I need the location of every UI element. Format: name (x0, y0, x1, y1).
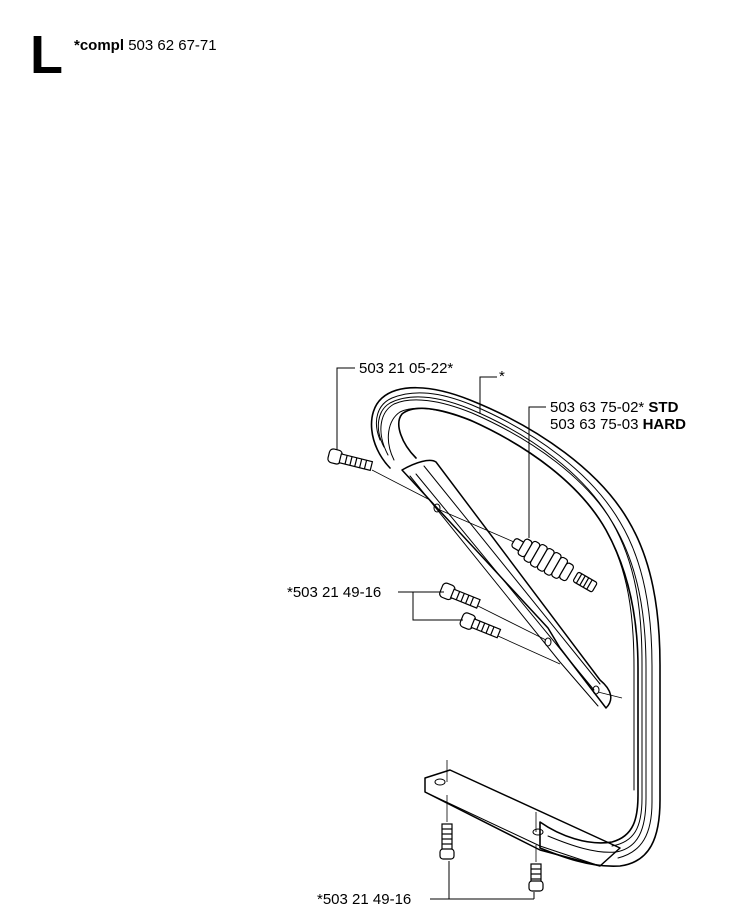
handle-strut-edge (409, 465, 601, 707)
foot-hole-2 (532, 828, 544, 836)
bolt-bottom-1 (439, 823, 455, 860)
foot-hole-1 (434, 778, 446, 786)
front-handle (370, 386, 661, 867)
strut-hole-3 (592, 685, 600, 695)
handle-ridge-4 (376, 392, 653, 859)
assembly-prefix: *compl (74, 37, 125, 54)
assembly-number: 503 62 67-71 (128, 37, 217, 54)
assembly-part-number: *compl 503 62 67-71 (74, 37, 217, 55)
bolt-middle-1 (439, 582, 481, 609)
bolt-bottom-2 (528, 863, 544, 892)
section-letter: L (30, 25, 63, 85)
handle-foot-edge (424, 791, 601, 867)
bolt-middle-2 (459, 612, 502, 639)
strut-hole-2 (544, 637, 552, 647)
callout-bolts-bottom: *503 21 49-16 (317, 891, 411, 908)
callout-bolts-middle: *503 21 49-16 (287, 584, 381, 601)
callout-damper-hard: 503 63 75-03 HARD (550, 416, 686, 433)
leader-lines (336, 367, 546, 900)
axis-lines (371, 469, 623, 862)
vibration-damper (511, 538, 598, 593)
handle-ridge-3 (387, 407, 635, 791)
handle-strut (401, 459, 612, 709)
callout-bolt-top: 503 21 05-22* (359, 360, 453, 377)
strut-hole-1 (433, 503, 441, 513)
callout-handle-mark: * (499, 368, 505, 385)
handle-outline-outer (370, 386, 661, 867)
handle-ridge-2 (377, 396, 643, 847)
handle-ridge-1 (380, 399, 647, 853)
bolt-top (327, 448, 374, 472)
callout-damper-std: 503 63 75-02* STD (550, 399, 679, 416)
